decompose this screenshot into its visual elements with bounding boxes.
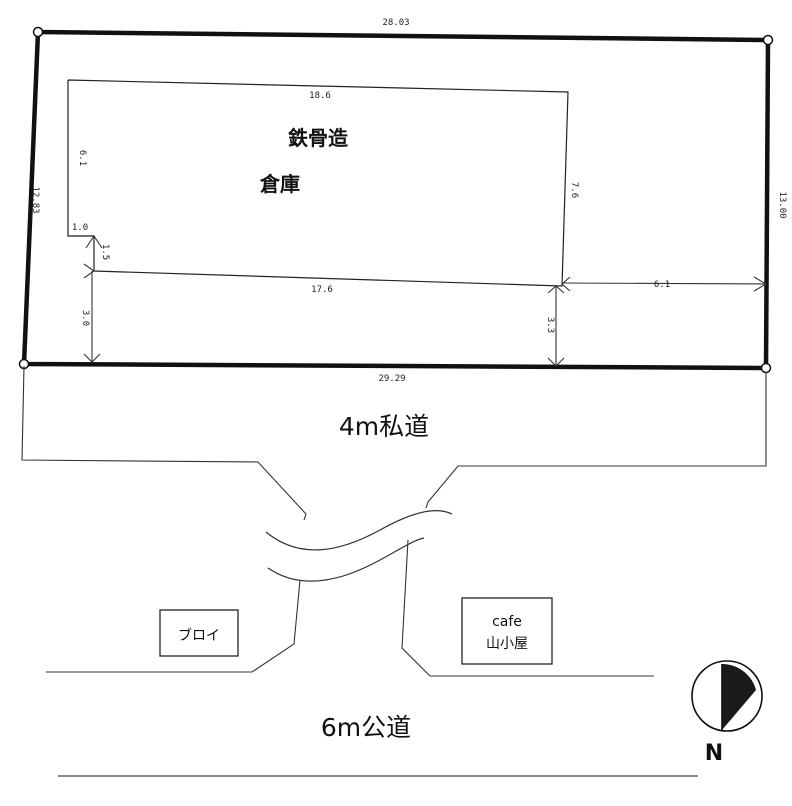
dimension-arrows xyxy=(83,235,768,367)
private-road-lower-right xyxy=(401,539,654,677)
private-road-lower-left xyxy=(46,579,301,673)
setback-front-right-dim: 3.3 xyxy=(545,317,555,333)
building-notch-v-dim: 1.5 xyxy=(100,244,110,260)
setback-line-side-right xyxy=(561,282,767,285)
boundary-top-dim: 28.03 xyxy=(382,18,409,28)
building-structure-label: 鉄骨造 xyxy=(288,126,349,150)
private-road-outline-left xyxy=(21,365,307,521)
corner-marker-top-left xyxy=(32,26,44,38)
building-notch-h-dim: 1.0 xyxy=(72,223,88,233)
corner-marker-top-right xyxy=(762,34,774,46)
boundary-bottom-dim: 29.29 xyxy=(378,374,405,384)
setback-side-right-dim: 6.1 xyxy=(654,280,670,290)
north-label: N xyxy=(705,741,723,766)
building-bottom-dim: 17.6 xyxy=(311,285,333,295)
property-boundary xyxy=(21,29,771,371)
building-use-label: 倉庫 xyxy=(259,172,300,196)
setback-front-left-dim: 3.0 xyxy=(80,310,90,326)
north-compass-icon xyxy=(691,660,763,732)
building-left-dim: 6.1 xyxy=(77,150,87,166)
building-outline xyxy=(67,79,569,287)
store-left-box xyxy=(159,609,239,657)
boundary-right-dim: 13.00 xyxy=(777,191,787,218)
public-road-label: 6m公道 xyxy=(321,713,411,742)
boundary-left-dim: 12.83 xyxy=(30,186,40,213)
store-right-label-line1: cafe xyxy=(492,614,522,630)
building-right-dim: 7.6 xyxy=(569,182,579,198)
road-break-curve-upper xyxy=(265,509,453,551)
building-top-dim: 18.6 xyxy=(309,91,331,101)
private-road-label: 4m私道 xyxy=(339,412,429,441)
road-break-curve-lower xyxy=(267,537,425,582)
store-right-label-line2: 山小屋 xyxy=(486,636,528,652)
store-right-box xyxy=(461,597,553,665)
private-road-outline-right xyxy=(425,372,767,509)
corner-marker-bottom-right xyxy=(760,362,772,374)
store-left-label: ブロイ xyxy=(178,627,220,644)
